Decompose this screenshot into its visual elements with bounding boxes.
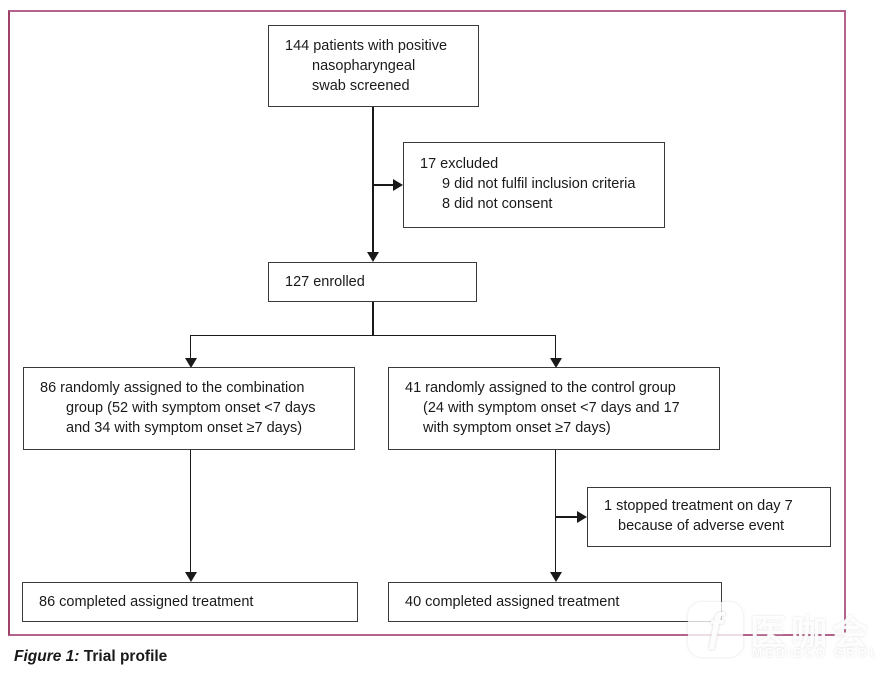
box-stopped-treatment: 1 stopped treatment on day 7 because of …	[587, 487, 831, 547]
box-control-group-line: 41 randomly assigned to the control grou…	[405, 380, 676, 396]
connector-enrolled-down	[372, 302, 374, 336]
figure-caption: Figure 1: Trial profile	[14, 648, 167, 666]
arrowhead-control-completed	[549, 572, 562, 582]
arrowhead-enrolled	[367, 252, 379, 262]
box-combination-group-line: group (52 with symptom onset <7 days	[66, 400, 316, 416]
arrowhead-excluded	[393, 178, 403, 191]
arrowhead-control	[549, 358, 562, 368]
box-excluded: 17 excluded 9 did not fulfil inclusion c…	[403, 142, 665, 228]
box-enrolled: 127 enrolled	[268, 262, 477, 302]
arrowhead-combination-completed	[184, 572, 197, 582]
box-control-group-line: with symptom onset ≥7 days)	[423, 420, 611, 436]
box-screened: 144 patients with positive nasopharyngea…	[268, 25, 479, 107]
connector-combination-to-completed	[189, 450, 191, 572]
box-screened-line: nasopharyngeal	[312, 58, 416, 74]
box-excluded-line: 9 did not fulfil inclusion criteria	[442, 176, 636, 192]
box-screened-line: 144 patients with positive	[285, 38, 448, 54]
box-excluded-line: 17 excluded	[420, 156, 499, 172]
box-combination-group-line: 86 randomly assigned to the combination	[40, 380, 305, 396]
connector-screened-to-enrolled	[372, 107, 374, 253]
box-control-group: 41 randomly assigned to the control grou…	[388, 367, 720, 450]
arrowhead-stopped	[577, 510, 587, 523]
figure-frame-border	[8, 10, 846, 636]
box-combination-group-line: and 34 with symptom onset ≥7 days)	[66, 420, 303, 436]
box-enrolled-line: 127 enrolled	[285, 274, 365, 290]
watermark-latin-text: MEDIECO GROUP	[752, 646, 875, 660]
box-excluded-line: 8 did not consent	[442, 196, 553, 212]
connector-to-stopped	[554, 516, 578, 518]
box-stopped-treatment-line: 1 stopped treatment on day 7	[604, 498, 793, 514]
box-combination-completed-line: 86 completed assigned treatment	[39, 594, 254, 610]
connector-split-horizontal	[189, 334, 556, 336]
box-control-completed-line: 40 completed assigned treatment	[405, 594, 620, 610]
box-control-group-line: (24 with symptom onset <7 days and 17	[423, 400, 680, 416]
box-combination-group: 86 randomly assigned to the combination …	[23, 367, 355, 450]
connector-to-control	[554, 335, 556, 359]
box-control-completed: 40 completed assigned treatment	[388, 582, 722, 622]
connector-to-combination	[189, 335, 191, 359]
arrowhead-combination	[184, 358, 197, 368]
connector-control-to-completed	[554, 450, 556, 572]
box-screened-line: swab screened	[312, 78, 410, 94]
figure-caption-label: Figure 1:	[14, 648, 80, 665]
figure-caption-title: Trial profile	[79, 648, 168, 665]
connector-to-excluded	[372, 184, 395, 186]
box-combination-completed: 86 completed assigned treatment	[22, 582, 358, 622]
box-stopped-treatment-line: because of adverse event	[618, 518, 785, 534]
